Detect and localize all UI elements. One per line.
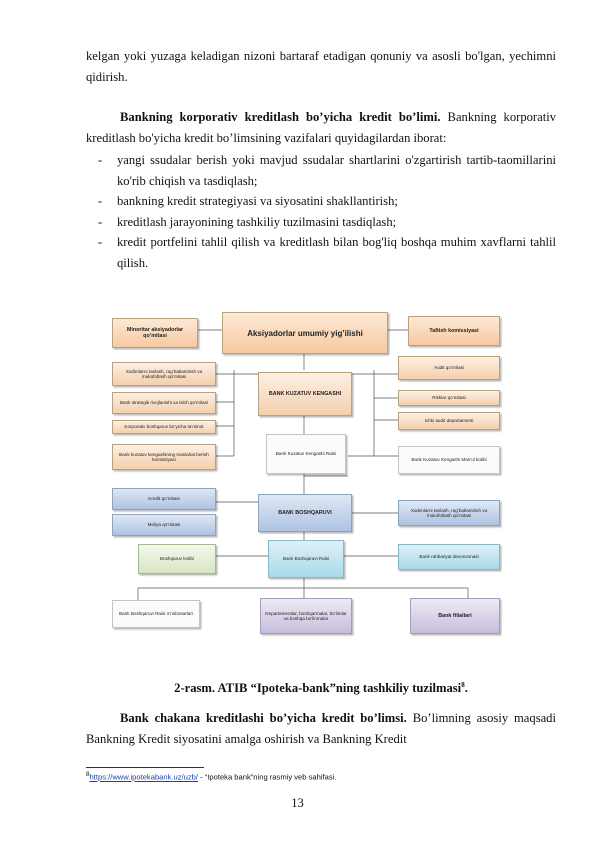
council-chairman-box: Bank Kuzatuv Kengashi Raisi [266, 434, 346, 474]
footnote-number: 8 [86, 771, 90, 778]
chancellery-box: Bank rahbariyat devonxonasi [398, 544, 500, 570]
right-committee-box: Audit qo’mitasi [398, 356, 500, 380]
branches-box: Bank filiallari [410, 598, 500, 634]
paragraph-retail-credit-body: Bo’limning asosiy maqsadi Bankning Kredi… [86, 711, 556, 746]
audit-commission-box: Taftish komissiyasi [408, 316, 500, 346]
list-item-text: kreditlash jarayonining tashkiliy tuzilm… [117, 214, 397, 229]
paragraph-corporate-credit-body: Bankning korporativ kreditlash bo'yicha … [86, 110, 556, 145]
duties-list: -yangi ssudalar berish yoki mavjud ssuda… [86, 150, 556, 273]
footnote: 8https://www.ipotekabank.uz/uzb/ - “Ipot… [86, 771, 336, 782]
list-dash: - [98, 214, 103, 229]
departments-box: Departamentlar, boshqarmalar, bo’limlar … [260, 598, 352, 634]
deputy-chairmen-box: Bank Boshqaruvi Raisi o’rinbosarlari [112, 600, 200, 628]
left-committee-box: Xodimlarni tanlash, rag’batlantirish va … [112, 362, 216, 386]
paragraph-retail-credit: Bank chakana kreditlashi bo’yicha kredit… [86, 708, 556, 749]
page-number: 13 [291, 796, 304, 810]
board-secretary-box: Boshqaruv kotibi [138, 544, 216, 574]
list-item: -yangi ssudalar berish yoki mavjud ssuda… [86, 150, 556, 191]
left-committee-box: Bank strategik rivojlanishi va isloh qo’… [112, 392, 216, 414]
board-hr-committee-box: Xodimlarni tanlash, rag’batlantirish va … [398, 500, 500, 526]
list-item: -kredit portfelini tahlil qilish va kred… [86, 232, 556, 273]
left-committee-box: Bank kuzatuv kengashining maslahat beris… [112, 444, 216, 470]
finance-committee-box: Moliya qo’mitasi [112, 514, 216, 536]
credit-committee-box: Kredit qo’mitasi [112, 488, 216, 510]
footnote-link[interactable]: https://www.ipotekabank.uz/uzb/ [89, 772, 199, 782]
list-item-text: kredit portfelini tahlil qilish va kredi… [117, 235, 556, 270]
right-committee-box: Risklar qo’mitasi [398, 390, 500, 406]
list-item: -kreditlash jarayonining tashkiliy tuzil… [86, 212, 556, 233]
figure-caption-text: 2-rasm. ATIB “Ipoteka-bank”ning tashkili… [174, 681, 462, 696]
list-item-text: yangi ssudalar berish yoki mavjud ssudal… [117, 153, 556, 188]
supervisory-council-box: BANK KUZATUV KENGASHI [258, 372, 352, 416]
right-committee-box: Ichki audit departamenti [398, 412, 500, 430]
footnote-divider [86, 767, 204, 768]
paragraph-intro: kelgan yoki yuzaga keladigan nizoni bart… [86, 49, 556, 84]
board-chairman-box: Bank Boshqaruvi Raisi [268, 540, 344, 578]
management-board-box: BANK BOSHQARUVI [258, 494, 352, 532]
list-dash: - [98, 194, 103, 208]
org-chart-connectors [137, 329, 469, 600]
list-item: -bankning kredit strategiyasi va siyosat… [86, 191, 556, 212]
list-dash: - [98, 153, 103, 167]
general-meeting-box: Aksiyadorlar umumiy yig’ilishi [222, 312, 388, 354]
paragraph-corporate-credit: Bankning korporativ kreditlash bo’yicha … [86, 107, 556, 148]
left-committee-box: Korporativ boshqaruv bo’yicha ta’minot [112, 420, 216, 434]
minority-shareholders-committee-box: Minoritar aksiyadorlar qo’mitasi [112, 318, 198, 348]
footnote-ref: 8 [461, 681, 465, 689]
heading-corporate-credit: Bankning korporativ kreditlash bo’yicha … [120, 110, 441, 124]
footnote-text: - “Ipoteka bank”ning rasmiy veb sahifasi… [198, 772, 337, 782]
list-item-text: bankning kredit strategiyasi va siyosati… [117, 194, 398, 208]
figure-caption: 2-rasm. ATIB “Ipoteka-bank”ning tashkili… [174, 681, 468, 696]
list-dash: - [98, 235, 103, 249]
org-chart: Minoritar aksiyadorlar qo’mitasi Aksiyad… [108, 308, 504, 638]
right-committee-box: Bank Kuzatuv Kengashi Mas’ul kotibi [398, 446, 500, 474]
heading-retail-credit: Bank chakana kreditlashi bo’yicha kredit… [120, 711, 407, 725]
